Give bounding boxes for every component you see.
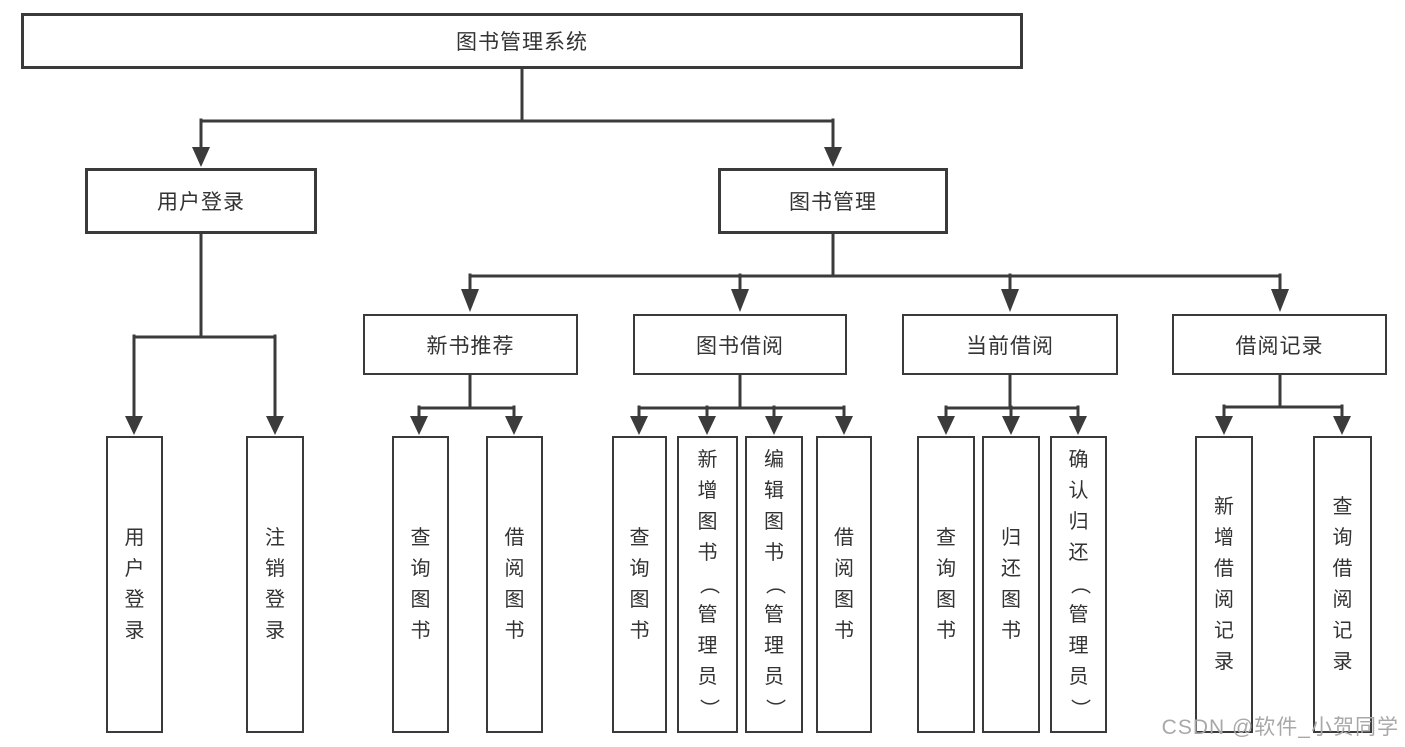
leaf-borrow-books-label: 借阅图书	[834, 526, 854, 642]
csdn-watermark: CSDN @软件_小贺同学	[1161, 716, 1399, 739]
leaf-query-books-recommend-label: 查询图书	[410, 526, 431, 642]
leaf-logout-label: 注销登录	[265, 526, 285, 642]
leaf-edit-books-admin-label: 编辑图书（管理员）	[763, 449, 786, 719]
leaf-borrow-books: 借阅图书	[816, 436, 872, 733]
node-user-login-label: 用户登录	[157, 191, 245, 214]
leaf-add-borrow-record: 新增借阅记录	[1195, 436, 1253, 733]
node-book-management-label: 图书管理	[789, 191, 877, 214]
leaf-query-borrow-record-label: 查询借阅记录	[1332, 495, 1353, 673]
leaf-add-borrow-record-label: 新增借阅记录	[1214, 495, 1234, 673]
node-new-book-recommend-label: 新书推荐	[426, 334, 515, 358]
node-library-management-system: 图书管理系统	[21, 13, 1023, 69]
node-borrow-records: 借阅记录	[1172, 314, 1387, 375]
leaf-borrow-books-recommend: 借阅图书	[486, 436, 543, 733]
leaf-logout: 注销登录	[246, 436, 304, 733]
node-library-management-system-label: 图书管理系统	[456, 31, 588, 54]
node-book-management: 图书管理	[718, 168, 948, 234]
node-book-borrow-label: 图书借阅	[696, 334, 784, 358]
leaf-query-books-borrow: 查询图书	[612, 436, 667, 733]
leaf-edit-books-admin: 编辑图书（管理员）	[745, 436, 803, 733]
node-user-login: 用户登录	[85, 168, 317, 234]
node-borrow-records-label: 借阅记录	[1235, 334, 1324, 358]
leaf-borrow-books-recommend-label: 借阅图书	[504, 526, 525, 642]
leaf-query-books-current-label: 查询图书	[936, 526, 956, 642]
leaf-query-books-borrow-label: 查询图书	[629, 526, 650, 642]
leaf-return-books: 归还图书	[982, 436, 1040, 733]
connector-root	[192, 67, 842, 167]
node-current-borrow: 当前借阅	[902, 314, 1118, 375]
leaf-confirm-return-admin: 确认归还（管理员）	[1050, 436, 1107, 733]
leaf-query-books-current: 查询图书	[917, 436, 975, 733]
leaf-return-books-label: 归还图书	[1001, 526, 1021, 642]
leaf-add-books-admin-label: 新增图书（管理员）	[697, 449, 719, 719]
leaf-query-borrow-record: 查询借阅记录	[1313, 436, 1372, 733]
leaf-user-login-label: 用户登录	[124, 526, 145, 642]
leaf-user-login: 用户登录	[106, 436, 163, 733]
leaf-query-books-recommend: 查询图书	[392, 436, 449, 733]
connector-current-borrow	[937, 373, 1087, 435]
node-book-borrow: 图书借阅	[633, 314, 847, 375]
node-current-borrow-label: 当前借阅	[966, 334, 1054, 358]
connector-user-login	[125, 232, 284, 435]
connector-borrow-records	[1215, 373, 1351, 435]
connector-book-borrow	[630, 373, 853, 435]
node-new-book-recommend: 新书推荐	[363, 314, 578, 375]
connector-book-management	[461, 232, 1289, 312]
connector-new-book-recommend	[410, 373, 523, 435]
leaf-add-books-admin: 新增图书（管理员）	[677, 436, 738, 733]
leaf-confirm-return-admin-label: 确认归还（管理员）	[1068, 449, 1090, 719]
